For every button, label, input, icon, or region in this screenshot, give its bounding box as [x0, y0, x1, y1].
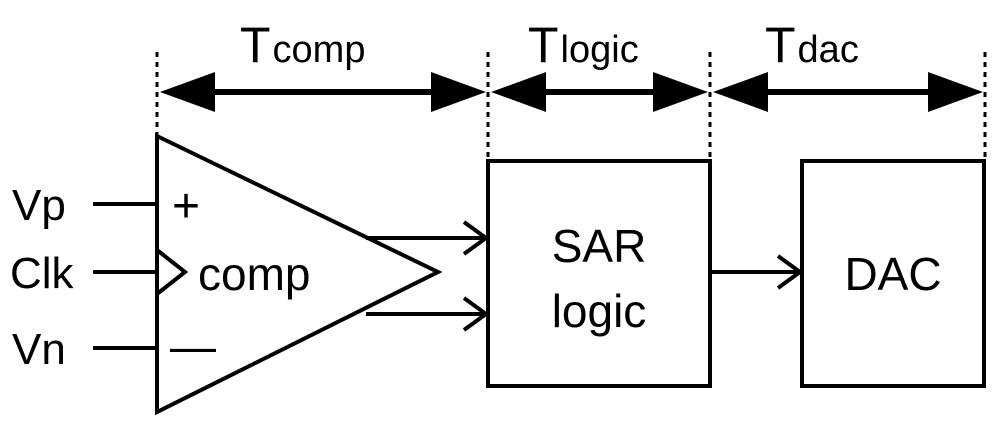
tlogic-arrow-right-head	[653, 72, 708, 112]
tlogic-arrow-left-head	[491, 72, 546, 112]
tdac-label: Tdac	[765, 17, 859, 73]
tcomp-arrow-left-head	[160, 72, 215, 112]
timing-arrows	[160, 72, 983, 112]
clk-label: Clk	[10, 249, 75, 298]
vp-label: Vp	[12, 181, 66, 230]
sar-to-dac-wire	[710, 256, 800, 288]
tdac-arrow-left-head	[713, 72, 768, 112]
tcomp-label: Tcomp	[240, 17, 365, 73]
comparator-label: comp	[198, 248, 310, 300]
dac-label: DAC	[844, 248, 941, 300]
sar-logic-label-line2: logic	[552, 285, 647, 337]
comparator-minus-sign: —	[170, 320, 216, 372]
vn-label: Vn	[12, 325, 66, 374]
sar-logic-label-line1: SAR	[552, 220, 647, 272]
tlogic-label: Tlogic	[528, 17, 639, 73]
input-wires	[93, 204, 157, 348]
clock-wedge-icon	[157, 250, 185, 294]
tdac-arrow-right-head	[928, 72, 983, 112]
sar-logic-box	[488, 161, 710, 386]
comparator-plus-sign: +	[172, 180, 200, 233]
tcomp-arrow-right-head	[431, 72, 486, 112]
